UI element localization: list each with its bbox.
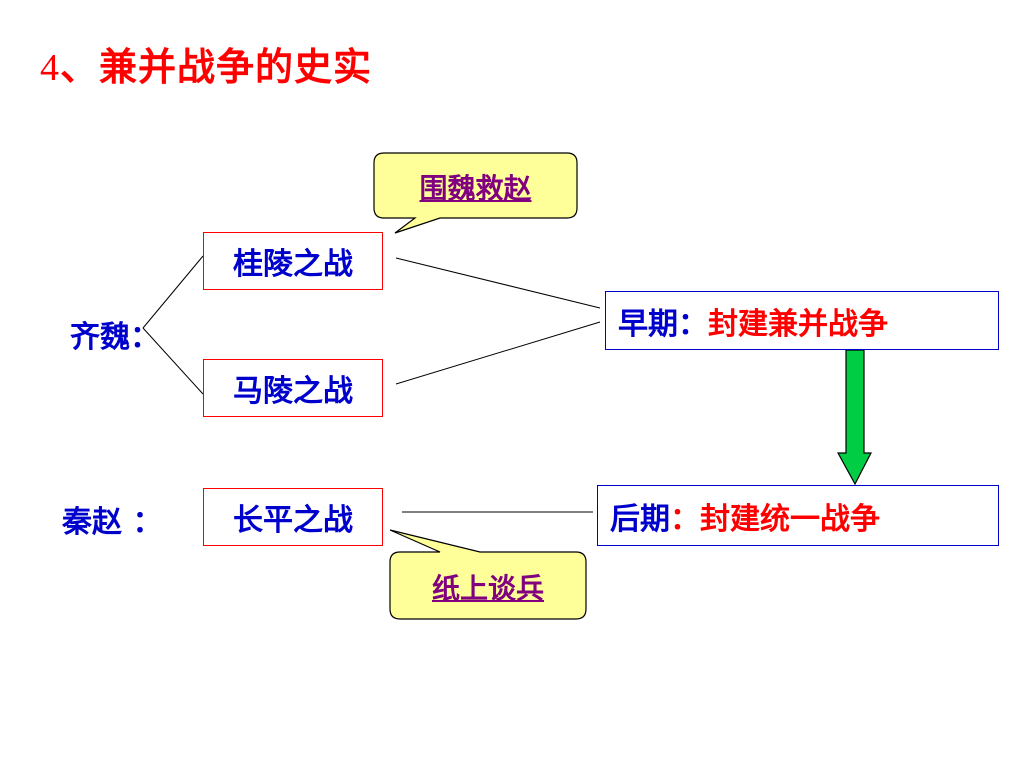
period-late-label: 后期: [610, 501, 670, 537]
connector-maling-early: [395, 321, 601, 385]
battle-guiling-label: 桂陵之战: [233, 247, 353, 282]
title-text: 、兼并战争的史实: [60, 45, 373, 89]
callout-bubble-zhishangtanbing: [389, 529, 587, 620]
callout-zhishangtanbing: 纸上谈兵: [431, 572, 544, 605]
connector-guiling-early: [395, 257, 601, 309]
title-number: 4: [40, 47, 60, 89]
callout-weiweijiuzhao: 围魏救赵: [419, 172, 532, 205]
connector-qiwei-maling: [142, 327, 204, 395]
connector-qiwei-guiling: [142, 255, 204, 329]
callout-bubble-weiweijiuzhao: [373, 152, 578, 234]
period-late-desc: 封建统一战争: [700, 501, 880, 537]
period-late-colon: ：: [670, 501, 700, 537]
period-early-label: 早期：: [618, 306, 708, 342]
label-qin-zhao: 秦赵 ：: [62, 505, 163, 540]
period-late: 后期：封建统一战争: [597, 485, 999, 546]
battle-changping: 长平之战: [203, 488, 383, 546]
battle-maling: 马陵之战: [203, 359, 383, 417]
down-arrow-shape: [836, 349, 872, 486]
label-qi-wei: 齐魏：: [70, 320, 160, 355]
battle-changping-label: 长平之战: [233, 503, 353, 538]
period-early: 早期： 封建兼并战争: [605, 291, 999, 350]
battle-maling-label: 马陵之战: [233, 374, 353, 409]
battle-guiling: 桂陵之战: [203, 232, 383, 290]
period-early-desc: 封建兼并战争: [708, 306, 888, 342]
page-title: 4、兼并战争的史实: [40, 36, 372, 91]
